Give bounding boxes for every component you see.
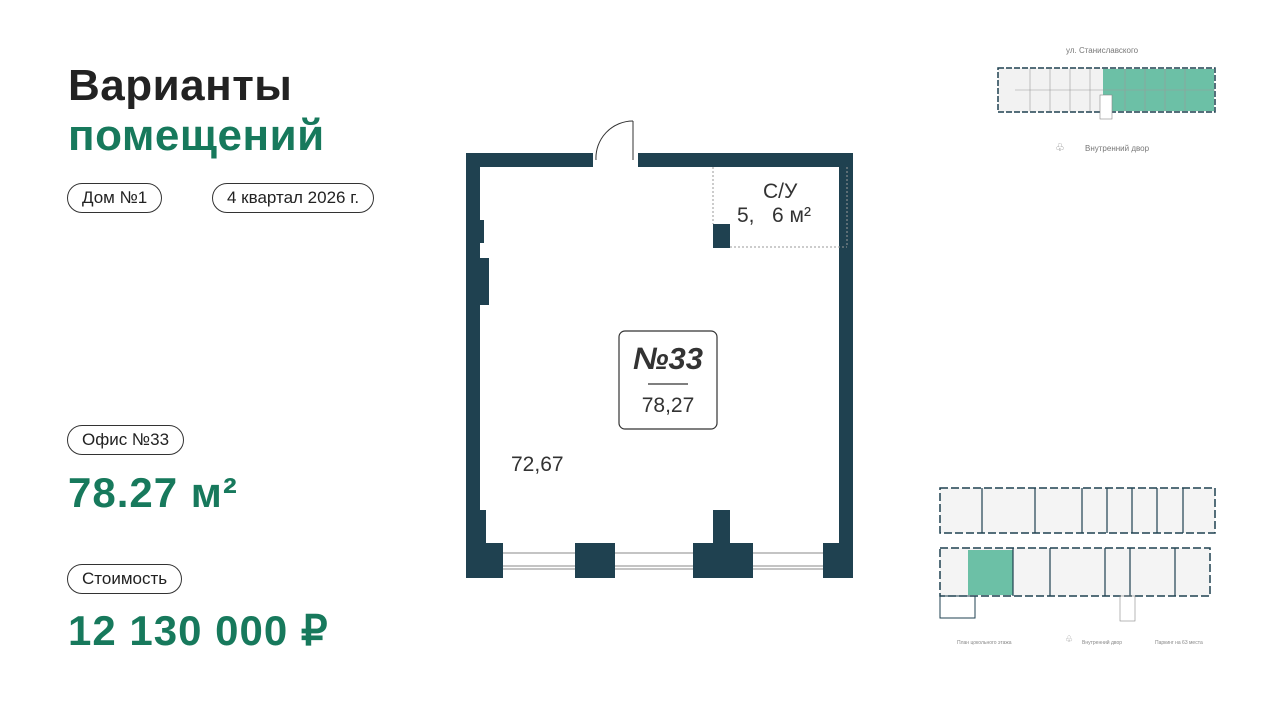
page-title: Варианты xyxy=(68,61,293,110)
windows xyxy=(503,552,823,570)
courtyard-label-top: Внутренний двор xyxy=(1085,144,1150,153)
room-label-box xyxy=(618,330,718,430)
courtyard-label-bottom: Внутренний двор xyxy=(1082,640,1123,646)
wc-boundary xyxy=(712,167,848,248)
page-subtitle: помещений xyxy=(68,111,325,160)
street-label: ул. Станиславского xyxy=(1066,46,1139,55)
floor-minimap xyxy=(939,487,1216,622)
house-tag: Дом №1 xyxy=(67,183,163,213)
main-area: 72,67 xyxy=(511,453,564,476)
room-total-area: 78,27 xyxy=(641,394,695,417)
tree-icon: ♧ xyxy=(1055,142,1065,154)
building-minimap xyxy=(997,67,1216,120)
floor-label: План цокольного этажа xyxy=(957,640,1012,646)
price-value: 12 130 000 ₽ xyxy=(68,607,329,654)
price-tag: Стоимость xyxy=(67,564,183,594)
wc-label: С/У xyxy=(763,180,798,203)
door xyxy=(595,120,634,161)
room-number: №33 xyxy=(632,341,703,376)
parking-label: Паркинг на 63 места xyxy=(1155,640,1203,646)
walls xyxy=(466,153,853,578)
wc-area: 5, 6 м² xyxy=(737,204,811,227)
tree-icon-bottom: ♧ xyxy=(1065,634,1074,644)
office-area: 78.27 м² xyxy=(68,469,238,516)
deadline-tag: 4 квартал 2026 г. xyxy=(212,183,375,213)
office-tag: Офис №33 xyxy=(67,425,185,455)
